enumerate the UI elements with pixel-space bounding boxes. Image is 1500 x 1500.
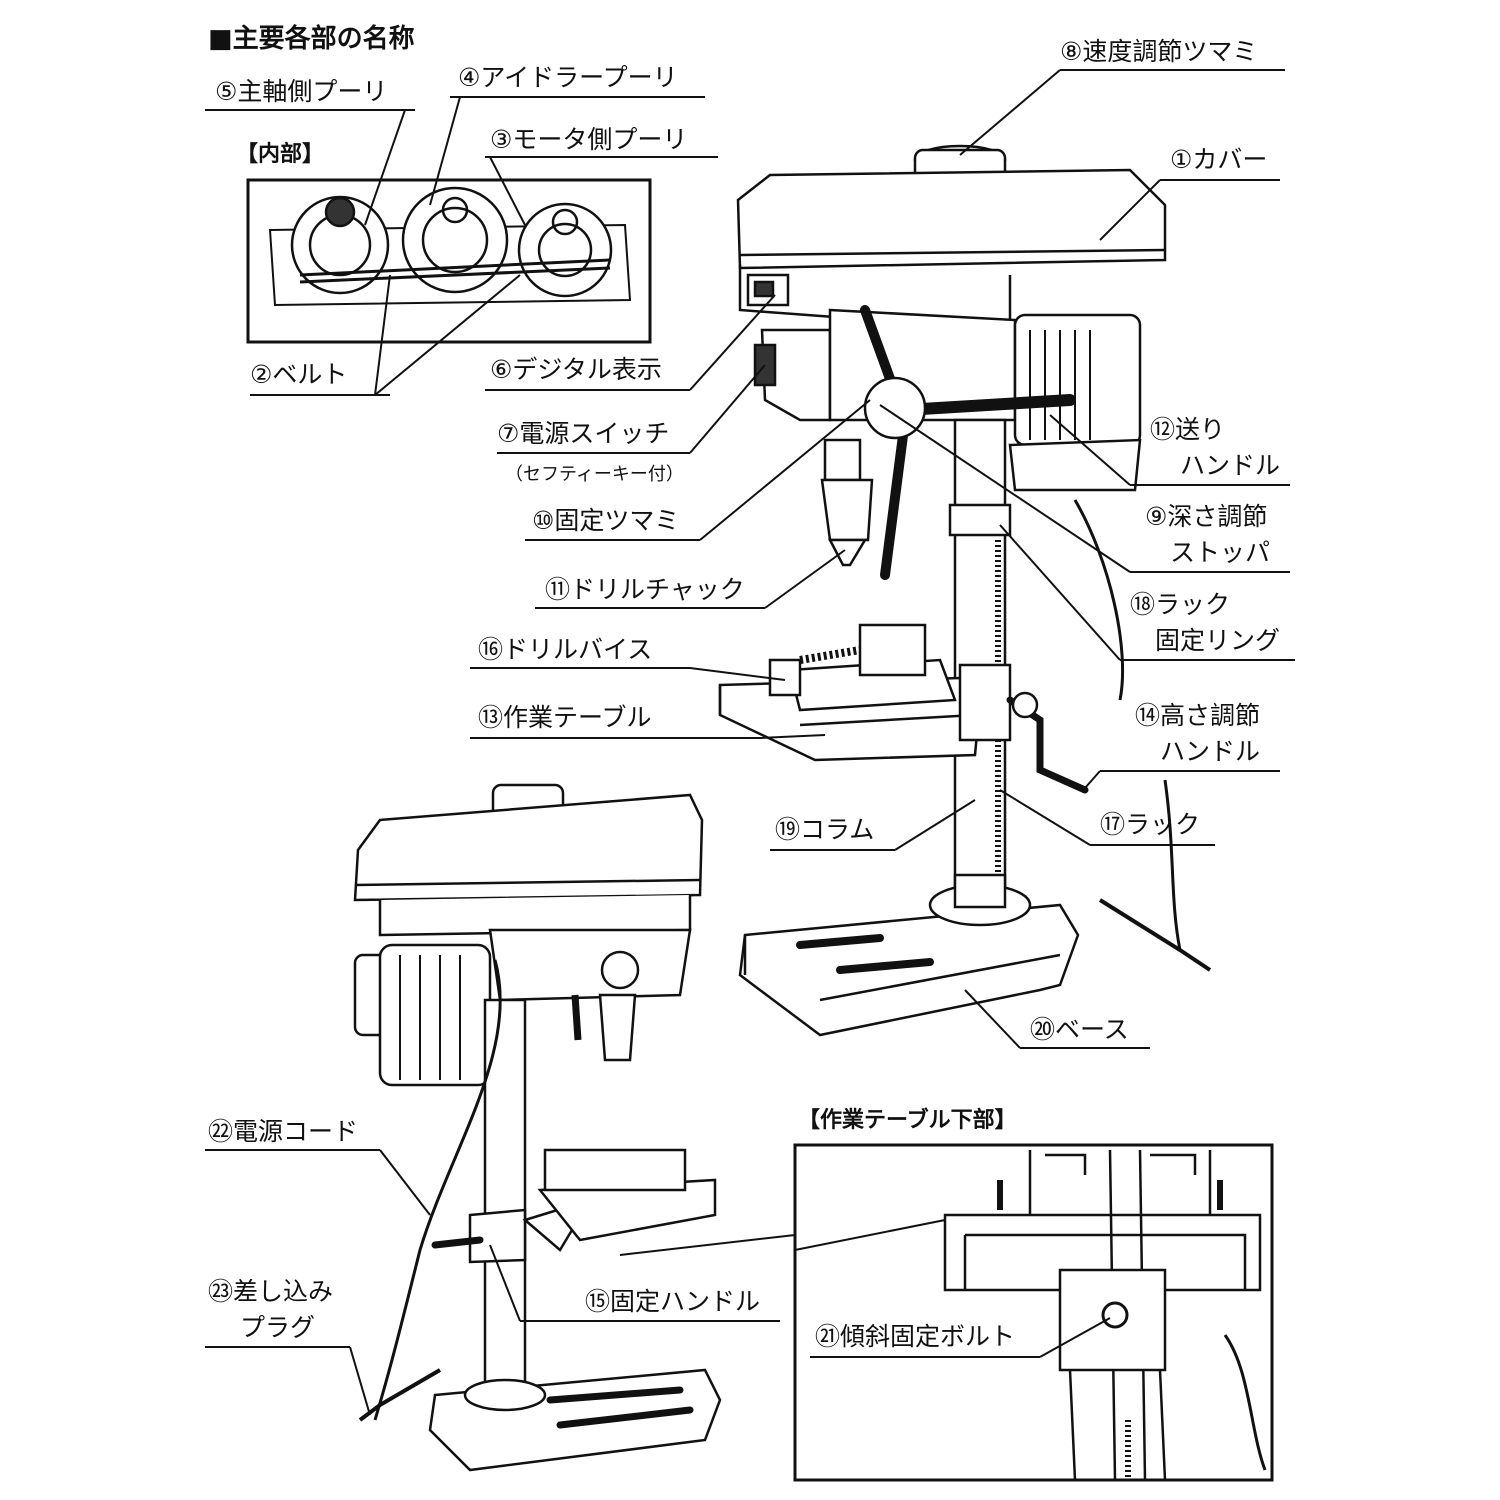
label-depth-stopper-2: ストッパ — [1170, 538, 1271, 567]
label-rack-ring-1: ⑱ラック — [1130, 590, 1231, 619]
label-motor-pulley: ③モータ側プーリ — [490, 125, 688, 154]
label-rack-ring-2: 固定リング — [1155, 626, 1281, 655]
label-lock-knob: ⑩固定ツマミ — [532, 506, 680, 535]
label-tilt-bolt: ㉑傾斜固定ボルト — [815, 1322, 1016, 1351]
page-title: ■主要各部の名称 — [208, 24, 415, 54]
label-column: ⑲コラム — [775, 815, 875, 844]
label-rack: ⑰ラック — [1100, 810, 1201, 839]
label-depth-stopper-1: ⑨深さ調節 — [1145, 502, 1268, 531]
label-feed-handle-2: ハンドル — [1180, 451, 1281, 480]
label-plug-1: ㉓差し込み — [208, 1277, 334, 1306]
label-cover: ①カバー — [1170, 145, 1268, 174]
label-idler-pulley: ④アイドラープーリ — [458, 63, 678, 92]
label-plug-2: プラグ — [240, 1313, 316, 1342]
table-underside-inset — [619, 1143, 1274, 1482]
label-height-handle-1: ⑭高さ調節 — [1135, 701, 1261, 730]
internal-inset-title: 【内部】 — [236, 142, 325, 167]
label-work-table: ⑬作業テーブル — [478, 703, 652, 732]
secondary-drill-press — [353, 783, 722, 1472]
label-belt: ②ベルト — [250, 360, 348, 389]
main-drill-press — [718, 144, 1212, 1037]
label-drill-chuck: ⑪ドリルチャック — [545, 575, 745, 604]
label-feed-handle-1: ⑫送り — [1150, 415, 1226, 444]
motor-pulley — [517, 202, 613, 298]
label-base: ⑳ベース — [1030, 1015, 1129, 1044]
label-power-switch: ⑦電源スイッチ — [497, 419, 670, 448]
leader-lines — [205, 69, 1295, 1416]
label-speed-knob: ⑧速度調節ツマミ — [1060, 37, 1258, 66]
label-drill-vise: ⑯ドリルバイス — [478, 635, 653, 664]
label-power-cord: ㉒電源コード — [208, 1117, 359, 1146]
label-height-handle-2: ハンドル — [1160, 737, 1261, 766]
table-underside-inset-title: 【作業テーブル下部】 — [798, 1108, 1017, 1133]
label-power-switch-note: （セフティーキー付） — [505, 464, 684, 485]
label-spindle-pulley: ⑤主軸側プーリ — [215, 77, 388, 106]
internal-inset — [246, 178, 652, 344]
label-digital-display: ⑥デジタル表示 — [490, 355, 662, 384]
label-lock-handle: ⑮固定ハンドル — [585, 1287, 761, 1316]
